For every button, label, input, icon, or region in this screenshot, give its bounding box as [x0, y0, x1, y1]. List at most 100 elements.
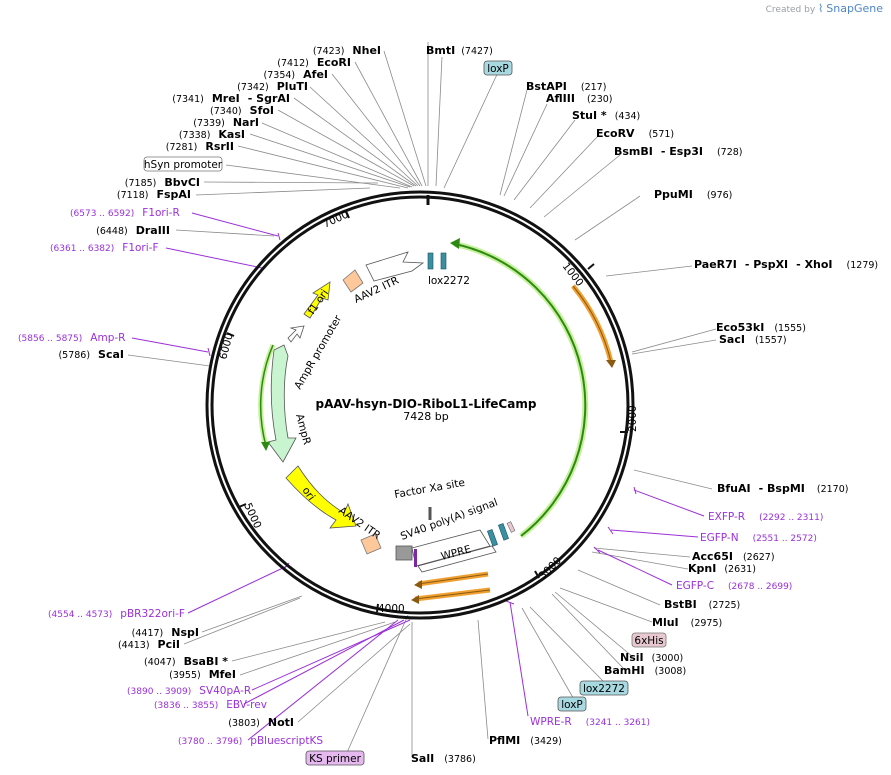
enzyme-label: (7354)AfeI	[264, 68, 328, 81]
loxp-bottom-box	[557, 696, 587, 712]
lox2272-top-right	[440, 252, 447, 270]
label-lox2272: lox2272	[428, 275, 470, 287]
enzyme-pos: (7340)	[210, 106, 242, 117]
enzyme-label: (7185)BbvCI	[125, 176, 200, 189]
primer-name: Amp-R	[90, 332, 125, 344]
enzyme-pos: (976)	[707, 190, 733, 201]
enzyme-pos: (2975)	[691, 618, 723, 629]
enzyme-pos: (217)	[581, 82, 607, 93]
enzyme-name: PciI	[158, 638, 180, 651]
enzyme-name: BsaBI *	[184, 655, 229, 668]
primer-label: (6573 .. 6592)F1ori-R	[70, 207, 180, 219]
enzyme-label: (3803)NotI	[228, 716, 294, 729]
enzyme-label: KpnI (2631)	[688, 562, 756, 575]
orange-arrowhead-bottom-2	[411, 595, 419, 604]
primer-pos: (2292 .. 2311)	[759, 513, 823, 523]
enzyme-pos: (2631)	[724, 564, 756, 575]
primer-label: (3836 .. 3855) EBV-rev	[154, 699, 267, 711]
enzyme-name: BamHI	[604, 664, 645, 677]
lox2272-bottom-right	[497, 523, 509, 541]
primer-pos: (4554 .. 4573)	[48, 610, 112, 620]
enzyme-name: KasI	[218, 128, 245, 141]
enzyme-name: XhoI	[805, 258, 833, 271]
enzyme-label: (7281)RsrII	[166, 140, 234, 153]
insert-arc-glow	[454, 241, 589, 539]
enzyme-name: SacI	[719, 333, 745, 346]
enzyme-label: (7340) SfoI	[210, 104, 274, 117]
primer-pos: (2678 .. 2699)	[728, 582, 792, 592]
enzyme-name: BfuAI	[717, 482, 751, 495]
enzyme-pos: (7118)	[117, 190, 149, 201]
insert-arrowhead	[450, 238, 460, 249]
orange-arrowhead-bottom-1	[414, 580, 422, 589]
enzyme-name: BstBI	[664, 598, 697, 611]
enzyme-pos: (1279)	[847, 260, 879, 271]
ampr-promoter-arrow	[287, 325, 305, 343]
insert-arc	[454, 243, 587, 537]
enzyme-name: SfoI	[250, 104, 274, 117]
enzyme-label: NsiI (3000)	[620, 651, 683, 664]
enzyme-name: MluI	[652, 616, 679, 629]
primer-pos: (3836 .. 3855)	[154, 701, 218, 711]
enzyme-pos: (2725)	[709, 600, 741, 611]
primers: (6573 .. 6592)F1ori-R (6361 .. 6382)F1or…	[18, 207, 823, 747]
enzyme-name: PflMI	[489, 734, 520, 747]
purple-mark	[414, 549, 417, 567]
enzyme-label: BamHI (3008)	[604, 664, 686, 677]
his-label: 6xHis	[634, 635, 663, 647]
primer-name: EGFP-N	[700, 532, 739, 544]
enzyme-pos: (7412)	[277, 58, 309, 69]
tick-label-6000: 6000	[217, 332, 236, 361]
enzyme-name: MfeI	[209, 668, 236, 681]
enzyme-name: KpnI	[688, 562, 716, 575]
backbone-outer	[205, 190, 635, 620]
enzyme-pos: (4047)	[144, 657, 176, 668]
enzyme-name: NheI	[352, 44, 381, 57]
primer-pos: (2551 .. 2572)	[753, 534, 817, 544]
enzyme-name: Esp3I	[669, 145, 703, 158]
enzyme-pos: (7281)	[166, 142, 198, 153]
ampr-arrow	[267, 344, 297, 463]
enzyme-pos: (3000)	[652, 653, 684, 664]
enzyme-name: BmtI	[426, 44, 455, 57]
enzyme-pos: (7185)	[125, 178, 157, 189]
enzyme-pos: (5786)	[58, 350, 90, 361]
enzyme-label: (7339)NarI	[193, 116, 259, 129]
orange-arrow-bottom-2-core	[414, 589, 491, 600]
backbone-inner	[210, 195, 630, 615]
orange-arrow-bottom-1-core	[417, 573, 489, 585]
primer-name: EGFP-C	[676, 580, 714, 592]
enzyme-pos: (3955)	[169, 670, 201, 681]
orange-arrow-right-core	[572, 285, 612, 363]
f1-ori-arrow	[303, 281, 331, 319]
primer-pos: (3780 .. 3796)	[178, 737, 242, 747]
label-sv40: SV40 poly(A) signal	[399, 496, 499, 542]
primer-pos: (6361 .. 6382)	[50, 244, 114, 254]
tick-label-4000: 4000	[378, 603, 405, 615]
enzyme-label: BsmBI- Esp3I(728)	[614, 145, 743, 158]
sv40-box	[395, 545, 413, 561]
brand-prefix: Created by	[765, 5, 816, 15]
primer-label: (5856 .. 5875) Amp-R	[18, 332, 125, 344]
enzyme-pos: (728)	[717, 147, 743, 158]
enzyme-pos: (7339)	[193, 118, 225, 129]
primer-name: EBV-rev	[226, 699, 267, 711]
enzyme-pos: (2170)	[817, 484, 849, 495]
enzyme-name: Eco53kI	[716, 321, 764, 334]
enzyme-name: NsiI	[620, 651, 644, 664]
enzyme-label: (6448)DraIII	[96, 224, 170, 237]
enzyme-label: (7338)KasI	[179, 128, 245, 141]
enzyme-name: ScaI	[98, 348, 124, 361]
enzyme-pos: (3008)	[655, 666, 687, 677]
enzyme-name: PluTI	[277, 80, 308, 93]
enzyme-label: (7341)MreI- SgrAI	[172, 92, 290, 105]
aav2-itr-bottom-box	[360, 533, 382, 555]
green-arc-left	[259, 344, 274, 447]
lox2272-top-left	[427, 252, 434, 270]
enzyme-label: (7118)FspAI	[117, 188, 191, 201]
primer-pos: (5856 .. 5875)	[18, 334, 82, 344]
enzyme-label: (7342)PluTI	[237, 80, 308, 93]
enzyme-label: SacI(1557)	[719, 333, 787, 346]
loxp-bottom-label: loxP	[561, 699, 583, 711]
